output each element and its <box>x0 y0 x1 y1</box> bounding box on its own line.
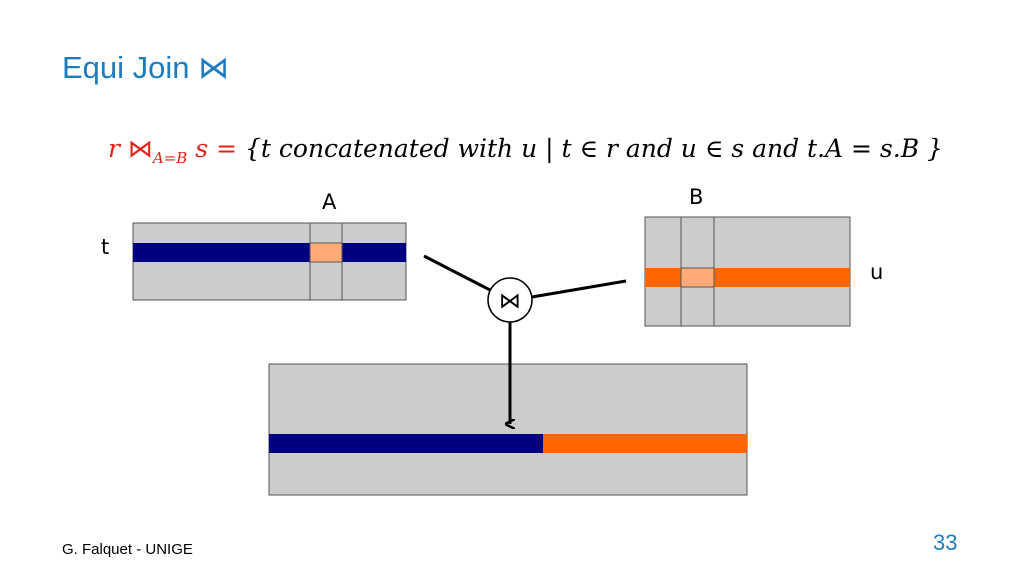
relation-s-table <box>644 216 851 327</box>
attribute-b-label: B <box>689 185 704 209</box>
relation-r-table <box>132 222 407 301</box>
match-cell-b <box>680 267 715 288</box>
result-table <box>268 363 748 496</box>
connector-s <box>531 279 627 299</box>
join-node <box>487 277 533 323</box>
formula-body: {t concatenated with u | t ∈ r and u ∈ s… <box>245 134 943 163</box>
footer-author: G. Falquet - UNIGE <box>62 541 193 558</box>
join-symbol: ⋈ <box>127 134 153 163</box>
formula-r: r <box>108 134 120 163</box>
tuple-t-label: t <box>101 235 110 259</box>
join-condition: A=B <box>152 149 188 167</box>
page-number: 33 <box>933 530 958 555</box>
slide-title: Equi Join ⋈ <box>62 50 230 85</box>
join-node-symbol: ⋈ <box>499 289 521 314</box>
match-cell-a <box>309 242 343 263</box>
formula-equals: = <box>216 134 238 163</box>
tuple-u-label: u <box>870 260 884 284</box>
tuple-t-row <box>133 243 406 262</box>
join-formula: r ⋈A=B s = {t concatenated with u | t ∈ … <box>108 134 943 167</box>
connector-r <box>423 254 491 292</box>
attribute-a-label: A <box>322 190 337 214</box>
tuple-u-row <box>645 268 850 287</box>
result-t-part <box>269 434 543 453</box>
result-u-part <box>543 434 747 453</box>
formula-s: s <box>195 134 209 163</box>
